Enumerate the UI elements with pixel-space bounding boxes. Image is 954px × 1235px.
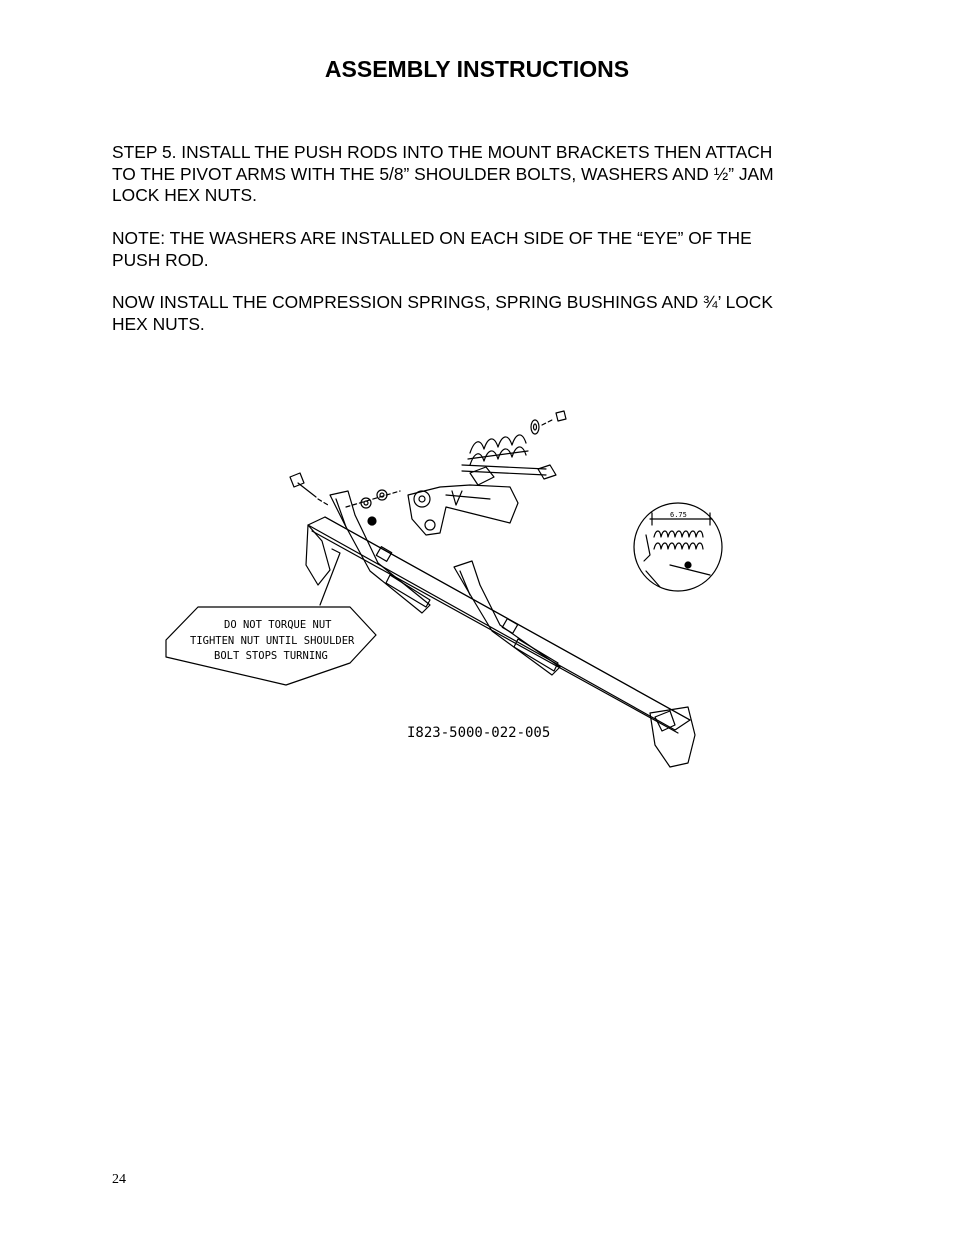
part-number: I823-5000-022-005 (407, 725, 550, 741)
spring-detail-circle: 6.75 (633, 502, 723, 592)
callout-line: DO NOT TORQUE NUT (224, 619, 332, 631)
assembly-drawing: DO NOT TORQUE NUT TIGHTEN NUT UNTIL SHOU… (165, 410, 723, 768)
page-title: ASSEMBLY INSTRUCTIONS (324, 56, 630, 82)
callout-line: BOLT STOPS TURNING (214, 650, 328, 662)
note-paragraph: NOTE: THE WASHERS ARE INSTALLED ON EACH … (112, 228, 852, 271)
pivot-arm (407, 466, 519, 536)
text-line: LOCK HEX NUTS. (112, 185, 257, 205)
torque-callout: DO NOT TORQUE NUT TIGHTEN NUT UNTIL SHOU… (165, 548, 377, 686)
text-line: STEP 5. INSTALL THE PUSH RODS INTO THE M… (112, 142, 773, 162)
washers-nuts (345, 489, 401, 526)
text-line: PUSH ROD. (112, 249, 209, 270)
page-number: 24 (112, 1172, 126, 1187)
text-line: TO THE PIVOT ARMS WITH THE 5/8” SHOULDER… (112, 163, 774, 184)
text-line: HEX NUTS. (112, 313, 205, 334)
text-line: NOW INSTALL THE COMPRESSION SPRINGS, SPR… (112, 292, 773, 312)
step-5-paragraph: STEP 5. INSTALL THE PUSH RODS INTO THE M… (112, 142, 852, 207)
shoulder-bolt (289, 472, 329, 506)
detail-dimension: 6.75 (670, 511, 687, 519)
right-mount-bracket (453, 560, 561, 676)
callout-line: TIGHTEN NUT UNTIL SHOULDER (190, 635, 355, 647)
left-mount-bracket (329, 490, 431, 614)
springs-paragraph: NOW INSTALL THE COMPRESSION SPRINGS, SPR… (112, 292, 852, 335)
push-rod-spring (461, 410, 567, 480)
assembly-figure: DO NOT TORQUE NUT TIGHTEN NUT UNTIL SHOU… (150, 395, 730, 780)
text-line: NOTE: THE WASHERS ARE INSTALLED ON EACH … (112, 228, 752, 248)
